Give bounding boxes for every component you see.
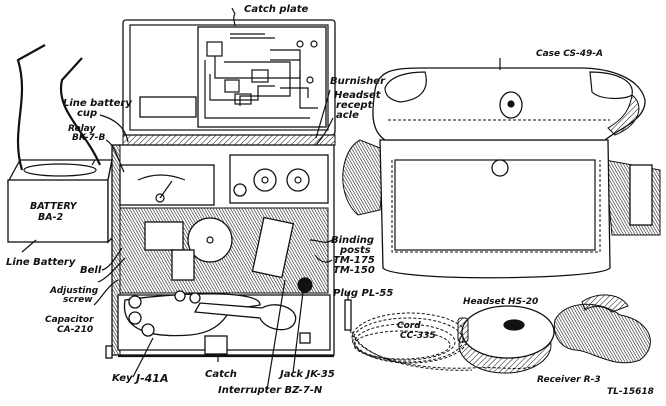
- label-binding-posts-4: TM-150: [333, 265, 375, 276]
- plug-pl-55: [344, 299, 352, 331]
- interrupter-body: [251, 216, 295, 279]
- label-battery-model: BA-2: [38, 212, 64, 223]
- label-receiver: Receiver R-3: [537, 375, 601, 385]
- leader-line-battery: [21, 239, 37, 253]
- leader-bell: [101, 247, 123, 271]
- label-line-battery: Line Battery: [6, 257, 76, 268]
- leader-interrupter: [266, 279, 286, 391]
- label-capacitor-2: CA-210: [57, 325, 94, 335]
- leader-relay: [105, 139, 125, 173]
- leader-adjusting-screw: [97, 257, 126, 283]
- label-jack: Jack JK-35: [280, 369, 335, 380]
- headband: [553, 303, 651, 364]
- label-binding-posts-3: TM-175: [333, 255, 375, 266]
- label-battery: BATTERY: [30, 201, 77, 212]
- jack-hole: [297, 277, 313, 293]
- leader-capacitor: [93, 279, 119, 306]
- label-relay: Relay: [68, 124, 96, 134]
- label-cord-model: CC-335: [400, 331, 436, 341]
- label-key: Key: [112, 373, 133, 384]
- label-case: Case CS-49-A: [536, 49, 603, 59]
- receiver-r-3: [461, 305, 555, 359]
- leader-key: [132, 337, 154, 378]
- label-line-battery-cup: Line battery: [63, 98, 132, 109]
- label-adjusting-screw-2: screw: [63, 295, 93, 305]
- catch-block: [204, 335, 228, 355]
- label-adjusting-screw: Adjusting: [50, 286, 99, 296]
- lid-nameplate: [139, 96, 197, 118]
- leader-lines: [21, 7, 334, 391]
- label-headset-receptacle: Headset: [334, 90, 381, 101]
- label-relay-2: BK-7-B: [72, 133, 106, 143]
- label-line-battery-cup-2: cup: [77, 108, 98, 119]
- leader-line-battery-cup: [99, 114, 129, 143]
- battery-wire-2: [59, 57, 102, 166]
- relay-meter: [119, 164, 215, 206]
- label-interrupter: Interrupter BZ-7-N: [218, 385, 323, 396]
- label-catch-plate: Catch plate: [244, 4, 309, 15]
- label-headset-receptacle-3: acle: [336, 110, 359, 121]
- figure-id-label: TL-15618: [607, 387, 654, 397]
- battery-wire-1: [16, 44, 46, 171]
- telephone-case: [105, 19, 336, 359]
- label-binding-posts: Binding: [331, 235, 375, 246]
- label-catch: Catch: [205, 369, 237, 380]
- label-cord: Cord: [397, 321, 421, 331]
- circuit-diagram-plate: [197, 26, 327, 128]
- leader-jack: [292, 291, 304, 374]
- label-plug: Plug PL-55: [333, 288, 394, 299]
- leader-headset-receptacle: [315, 117, 334, 146]
- label-binding-posts-2: posts: [340, 245, 371, 256]
- bell-gong: [187, 217, 233, 263]
- label-headset: Headset HS-20: [463, 297, 539, 307]
- label-key-model: J-41A: [136, 372, 169, 385]
- leader-binding-posts: [309, 239, 333, 243]
- binding-post-panel: [229, 154, 329, 204]
- battery-ba-2: [6, 44, 119, 244]
- key-j-41a: [123, 293, 261, 337]
- headset-and-cord: [344, 292, 651, 374]
- label-headset-receptacle-2: recept: [336, 100, 373, 111]
- leader-catch-plate: [231, 7, 236, 27]
- label-burnisher: Burnisher: [330, 76, 386, 87]
- case-cs-49-a: [342, 58, 661, 279]
- label-capacitor: Capacitor: [45, 315, 94, 325]
- circuit-schematic: [204, 33, 318, 119]
- label-bell: Bell: [80, 265, 102, 276]
- leader-burnisher: [315, 89, 331, 139]
